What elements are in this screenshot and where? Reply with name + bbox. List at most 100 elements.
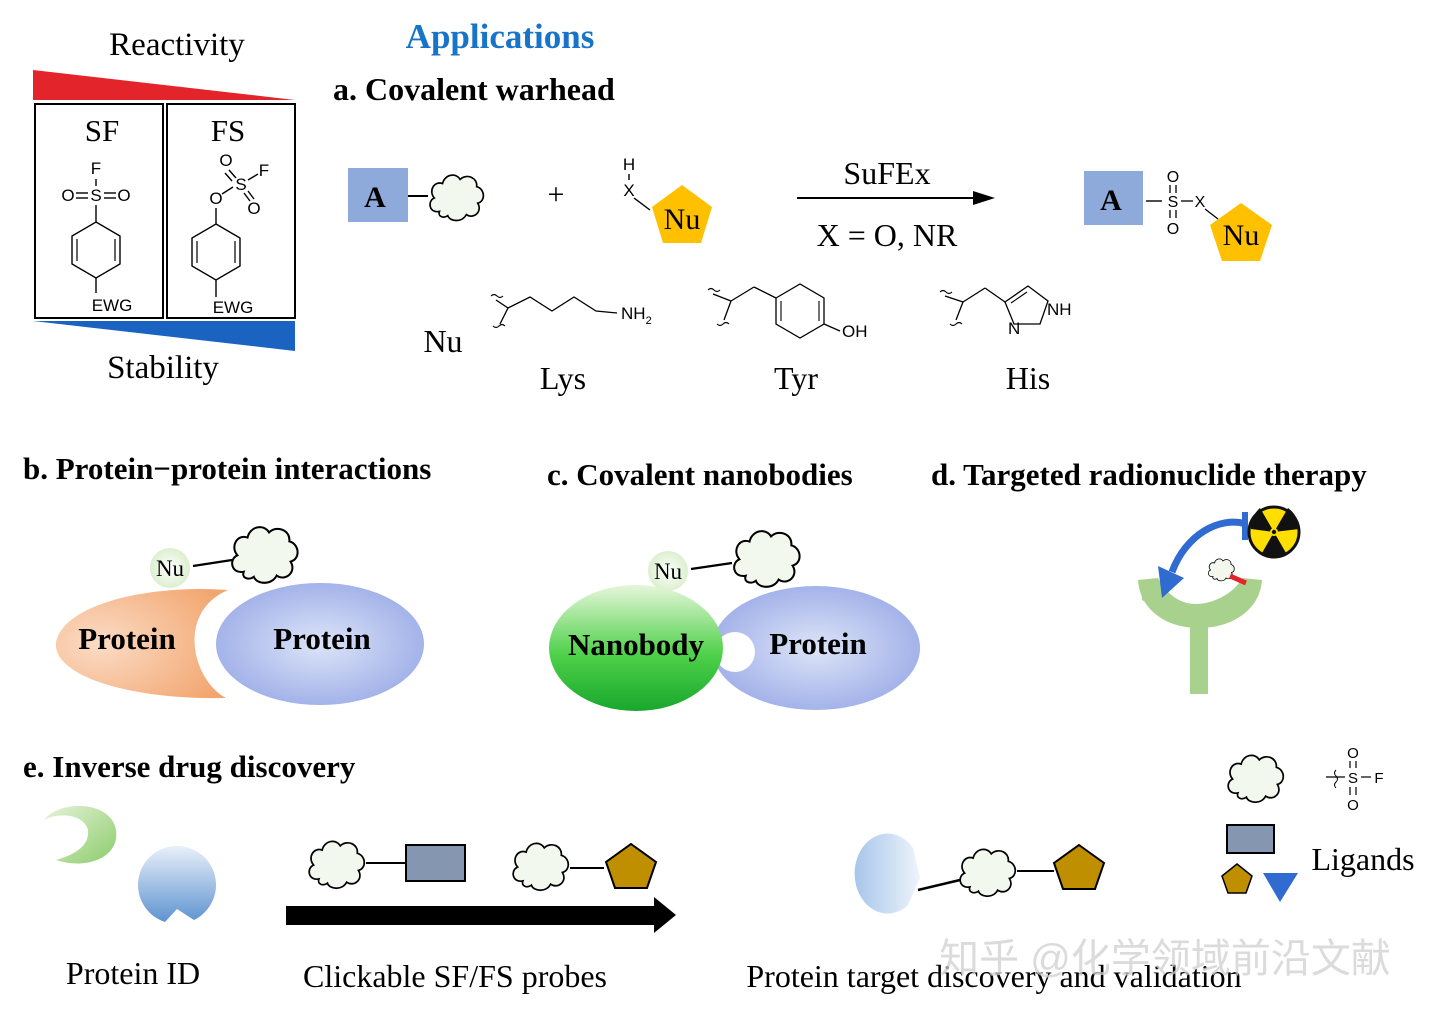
sf-structure: F O S O EWG bbox=[61, 159, 132, 315]
sf-S: S bbox=[90, 186, 101, 205]
fs-box bbox=[166, 103, 296, 319]
fs-F: F bbox=[259, 161, 269, 180]
product-O-top: O bbox=[1167, 169, 1179, 186]
panel-d-title: d. Targeted radionuclide therapy bbox=[931, 457, 1367, 492]
nanobody-gap bbox=[715, 632, 755, 672]
ligands-label: Ligands bbox=[1311, 841, 1414, 877]
H-atom: H bbox=[623, 155, 635, 174]
product-O-bottom: O bbox=[1167, 221, 1179, 238]
reactivity-stability-panel: Reactivity SF FS F O S O EWG O bbox=[33, 27, 296, 386]
nu-pentagon bbox=[652, 185, 712, 243]
legend-O-bottom: O bbox=[1347, 797, 1359, 814]
protein-left-shape bbox=[55, 588, 228, 699]
reactivity-label: Reactivity bbox=[109, 27, 245, 63]
panel-e-title: e. Inverse drug discovery bbox=[23, 749, 356, 784]
legend-S: S bbox=[1348, 770, 1358, 787]
target-label: Protein target discovery and validation bbox=[746, 958, 1241, 994]
tyr-hydroxyl: OH bbox=[842, 322, 868, 341]
arrow-label-sufex: SuFEx bbox=[843, 155, 930, 191]
panel-b: b. Protein−protein interactions Nu Prote… bbox=[23, 451, 431, 705]
panel-a: Applications a. Covalent warhead A + H X… bbox=[333, 17, 1272, 396]
applications-heading: Applications bbox=[406, 17, 595, 56]
tyr-structure: OH Tyr bbox=[707, 283, 868, 396]
his-label: His bbox=[1006, 360, 1050, 396]
protein-shape-c bbox=[712, 586, 920, 710]
protein-id-label: Protein ID bbox=[66, 955, 200, 991]
fs-O-top: O bbox=[219, 151, 232, 170]
nu-pentagon-product bbox=[1210, 203, 1272, 261]
anchor-label-a: A bbox=[364, 181, 386, 214]
fs-ewg: EWG bbox=[213, 298, 254, 317]
panel-d: d. Targeted radionuclide therapy bbox=[931, 457, 1367, 694]
receptor-icon bbox=[1138, 578, 1262, 694]
ligand-cloud-a bbox=[429, 174, 485, 222]
nu-label-c: Nu bbox=[654, 559, 683, 584]
fs-structure: O S F O O EWG bbox=[191, 151, 269, 317]
stability-wedge bbox=[33, 321, 295, 351]
sf-box bbox=[34, 103, 164, 319]
binding-arrow bbox=[1168, 518, 1248, 574]
legend-triangle bbox=[1263, 873, 1298, 902]
probes-label: Clickable SF/FS probes bbox=[303, 958, 607, 994]
protein-right-shape bbox=[216, 583, 424, 705]
nu-label-product: Nu bbox=[1223, 219, 1260, 252]
nu-label-b: Nu bbox=[156, 556, 185, 581]
watermark: 知乎 @化学领域前沿文献 bbox=[939, 937, 1391, 981]
target-protein-shape bbox=[854, 833, 920, 914]
nu-label-reactant: Nu bbox=[664, 203, 701, 236]
sf-label: SF bbox=[85, 113, 119, 148]
tyr-label: Tyr bbox=[774, 360, 818, 396]
lys-structure: NH2 Lys bbox=[490, 293, 652, 396]
panel-c-title: c. Covalent nanobodies bbox=[547, 457, 853, 492]
sf-O-left: O bbox=[61, 186, 74, 205]
legend-box bbox=[1226, 824, 1275, 854]
target-cloud bbox=[959, 848, 1017, 898]
lys-amine: NH2 bbox=[621, 304, 652, 327]
nu-residue-label: Nu bbox=[423, 323, 462, 359]
his-nh: NH bbox=[1047, 300, 1072, 319]
probe-box bbox=[405, 844, 466, 882]
panel-c: c. Covalent nanobodies Nu Nanobody Prote… bbox=[547, 457, 920, 711]
his-n: N bbox=[1008, 319, 1020, 338]
arrow-label-conditions: X = O, NR bbox=[817, 217, 958, 253]
linker-red bbox=[1228, 573, 1248, 586]
ligands-legend: O S F O Ligands bbox=[1221, 745, 1415, 902]
stability-label: Stability bbox=[107, 350, 219, 386]
reactivity-wedge bbox=[33, 70, 295, 100]
probe-cloud-2 bbox=[512, 842, 570, 892]
nanobody-shape bbox=[549, 585, 723, 711]
probe-pentagon bbox=[604, 842, 658, 889]
ligand-cloud-c bbox=[733, 530, 801, 588]
panel-b-title: b. Protein−protein interactions bbox=[23, 451, 431, 486]
nu-circle-b bbox=[150, 548, 190, 588]
protein-id-green bbox=[44, 805, 117, 864]
panel-a-title: a. Covalent warhead bbox=[333, 71, 615, 107]
probe-cloud-1 bbox=[308, 840, 366, 890]
legend-pentagon bbox=[1221, 863, 1253, 894]
process-arrow-shaft bbox=[286, 906, 656, 925]
protein-label-c: Protein bbox=[769, 626, 867, 661]
anchor-box-a bbox=[348, 168, 408, 222]
fs-O-link: O bbox=[209, 189, 222, 208]
product-S: S bbox=[1168, 194, 1179, 211]
panel-e: e. Inverse drug discovery Protein ID Cli… bbox=[23, 745, 1415, 994]
anchor-box-product bbox=[1084, 171, 1143, 225]
protein-left-label: Protein bbox=[78, 621, 176, 656]
lys-label: Lys bbox=[540, 360, 586, 396]
sf-O-right: O bbox=[117, 186, 130, 205]
fs-label: FS bbox=[211, 113, 245, 148]
his-structure: NH N His bbox=[939, 285, 1072, 396]
fs-O-bottom: O bbox=[247, 199, 260, 218]
sf-F: F bbox=[91, 159, 101, 178]
anchor-label-product: A bbox=[1100, 184, 1122, 217]
legend-O-top: O bbox=[1347, 745, 1359, 762]
plus-sign: + bbox=[548, 178, 565, 211]
protein-right-label: Protein bbox=[273, 621, 371, 656]
legend-cloud bbox=[1227, 754, 1285, 804]
sf-ewg: EWG bbox=[92, 296, 133, 315]
nanobody-label: Nanobody bbox=[568, 627, 705, 662]
product-X: X bbox=[1195, 194, 1206, 211]
X-atom: X bbox=[623, 181, 634, 200]
protein-id-blue-shape bbox=[138, 845, 217, 922]
